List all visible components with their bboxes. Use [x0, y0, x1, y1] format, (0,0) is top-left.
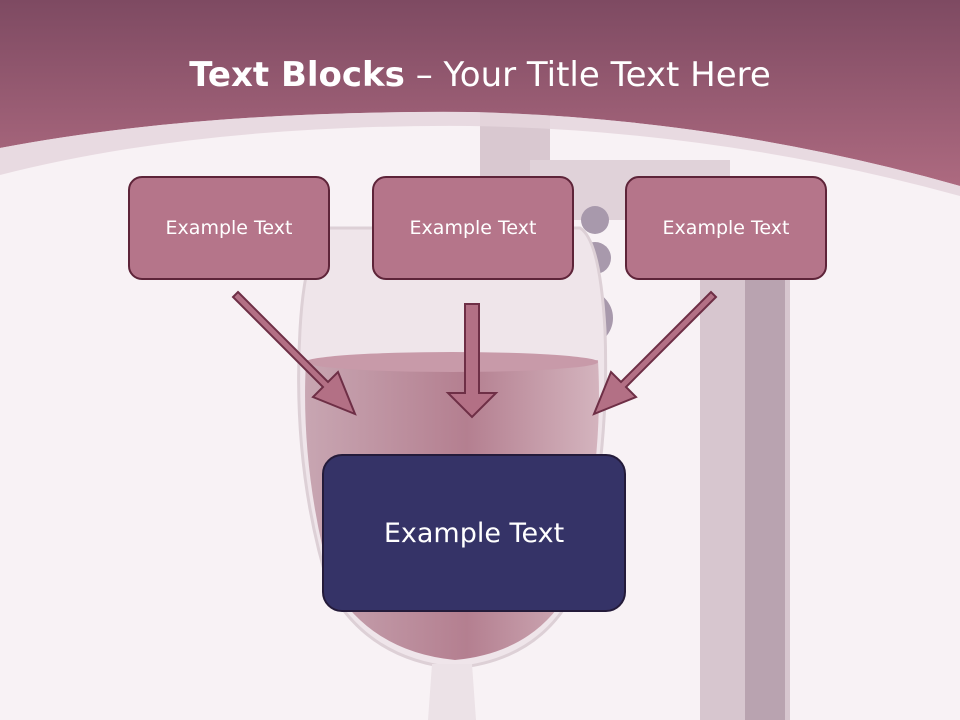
text-block-3[interactable]: Example Text [625, 176, 827, 280]
text-block-1[interactable]: Example Text [128, 176, 330, 280]
main-text-block-label: Example Text [383, 517, 565, 549]
title-dash: – [404, 55, 444, 95]
title-rest: Your Title Text Here [443, 55, 771, 95]
title-bold: Text Blocks [189, 55, 405, 95]
text-block-3-label: Example Text [662, 217, 790, 239]
arrow-right [592, 290, 718, 416]
text-block-2-label: Example Text [409, 217, 537, 239]
arrow-left [231, 290, 357, 416]
text-block-2[interactable]: Example Text [372, 176, 574, 280]
header-swoosh [0, 111, 960, 196]
slide-title: Text Blocks – Your Title Text Here [0, 52, 960, 98]
arrow-center [445, 303, 499, 419]
text-block-1-label: Example Text [165, 217, 293, 239]
main-text-block[interactable]: Example Text [322, 454, 626, 612]
header-band [0, 0, 960, 186]
